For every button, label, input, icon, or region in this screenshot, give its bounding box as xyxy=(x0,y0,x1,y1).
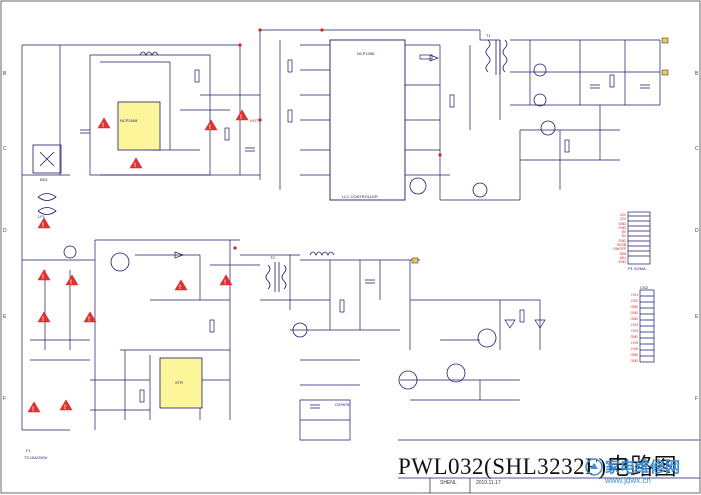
pfc-chip xyxy=(117,101,161,151)
connector-cn2-pin: GND xyxy=(630,317,638,321)
connector-p1-pin: GND xyxy=(618,225,626,230)
connector-cn2-pin: GND xyxy=(630,305,638,309)
connector-cn2-pin: GND xyxy=(630,359,638,363)
warning-markers xyxy=(27,109,249,413)
transistors xyxy=(63,63,556,390)
connector-p1-pin: GND xyxy=(618,221,626,226)
svg-text:!: ! xyxy=(179,285,181,291)
connector-cn2 xyxy=(639,289,655,363)
chip-label-standby: STR xyxy=(175,380,183,385)
svg-text:!: ! xyxy=(42,223,44,229)
llc-chip xyxy=(329,39,406,201)
svg-text:F: F xyxy=(3,396,6,402)
svg-text:!: ! xyxy=(209,125,211,131)
watermark-logo-icon xyxy=(585,458,603,476)
connector-p1 xyxy=(627,211,651,265)
chip-label-pfc: NCP1608 xyxy=(120,118,138,123)
transformers xyxy=(139,39,508,292)
bridge-rectifier xyxy=(32,144,62,215)
connector-cn2-label: CN2 xyxy=(640,285,649,290)
chip-label-inverter: OZ9976 xyxy=(335,402,350,407)
connector-p1-pin: 12V xyxy=(619,217,626,222)
passive-components xyxy=(80,54,650,409)
label-fuse-value: T3.15A/250V xyxy=(24,455,48,460)
connector-cn2-pin: HV1 xyxy=(631,293,638,297)
svg-text:!: ! xyxy=(224,280,226,286)
warning-marks: !!! !!! !!! !!! ! xyxy=(32,115,242,413)
chip-label-llc: NCP1396 xyxy=(357,51,375,56)
svg-text:!: ! xyxy=(134,163,136,169)
drawn-by: SHENL xyxy=(440,480,457,486)
svg-text:!: ! xyxy=(70,280,72,286)
connector-p1-pin: 12V xyxy=(619,213,626,217)
connector-cn2-pin: GND xyxy=(630,311,638,315)
svg-text:E: E xyxy=(695,314,699,320)
connector-p1-pin: 5V xyxy=(621,230,626,235)
svg-text:C: C xyxy=(3,146,7,152)
svg-text:B: B xyxy=(695,71,699,77)
site-watermark: 家电维修网 www.jdwx.cn xyxy=(583,456,701,492)
svg-text:!: ! xyxy=(88,317,90,323)
chip-label-llc-sub: LLC CONTROLLER xyxy=(342,194,378,199)
connector-cn2-pin: GND xyxy=(630,353,638,357)
svg-text:!: ! xyxy=(42,317,44,323)
svg-text:D: D xyxy=(3,228,7,234)
svg-text:C: C xyxy=(695,146,699,152)
label-bridge: BD1 xyxy=(40,177,48,182)
svg-text:!: ! xyxy=(102,123,104,129)
label-transformer-main: T1 xyxy=(486,33,491,38)
connector-p1-pin: GND xyxy=(618,260,626,265)
label-choke: LF1 xyxy=(38,214,45,219)
grid-letters: B C D E F B C D E F xyxy=(3,71,699,402)
svg-text:D: D xyxy=(695,228,699,234)
svg-text:!: ! xyxy=(42,275,44,281)
label-hot: HOT xyxy=(250,118,259,123)
connector-p1-pin: DIM xyxy=(619,251,626,256)
connector-p1-pin: 5VSB xyxy=(617,243,626,248)
svg-text:!: ! xyxy=(240,115,242,121)
svg-text:!: ! xyxy=(64,405,66,411)
ic-chips xyxy=(117,39,406,409)
svg-text:F: F xyxy=(695,396,698,402)
connector-cn2-pin: HV5 xyxy=(631,341,638,345)
watermark-url: www.jdwx.cn xyxy=(605,476,651,485)
connector-cn2-pin: HV2 xyxy=(631,299,638,303)
label-transformer-sb: T2 xyxy=(270,255,275,260)
connector-p1-pin: ON/OFF xyxy=(613,247,626,252)
connector-p1-pin: ADJ xyxy=(619,255,626,260)
connector-cn2-pin: HV6 xyxy=(631,347,638,351)
standby-chip xyxy=(159,357,203,409)
connector-cn2-pin: GND xyxy=(630,335,638,339)
label-fuse: F1 xyxy=(26,448,31,453)
red-nodes xyxy=(233,28,442,250)
connector-p1-pin: 5V xyxy=(621,234,626,239)
connector-p1-pin: GND xyxy=(618,238,626,243)
svg-text:E: E xyxy=(3,314,7,320)
watermark-name: 家电维修网 xyxy=(605,458,681,476)
svg-text:!: ! xyxy=(32,407,34,413)
diagram-date: 2010.11.17 xyxy=(476,480,501,486)
connector-cn2-pin: HV3 xyxy=(631,323,638,327)
svg-text:B: B xyxy=(3,71,7,77)
diagram-title: PWL032(SHL3232F)电路图 xyxy=(398,454,678,479)
output-terminals xyxy=(411,37,669,264)
connector-cn2-pin: HV4 xyxy=(631,329,638,333)
connector-p1-label: P1 SOMA xyxy=(628,266,646,271)
